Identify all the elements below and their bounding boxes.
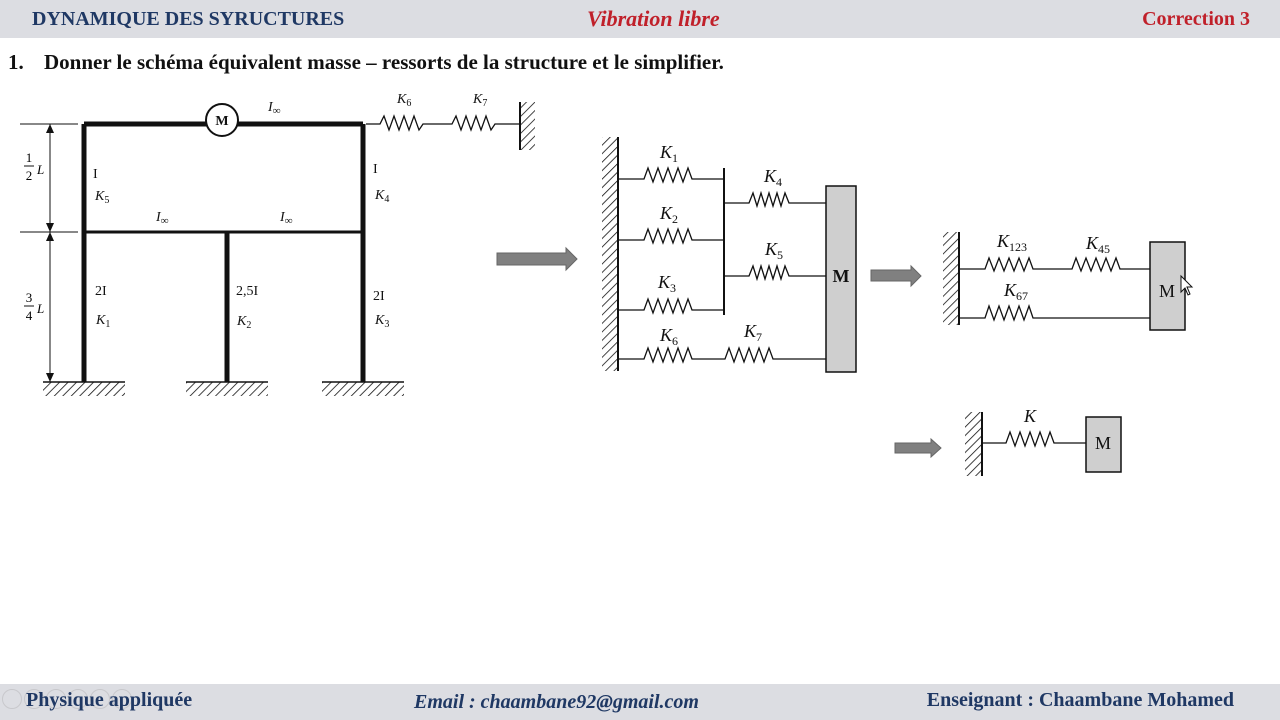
beam-mid-left-inertia: I∞ <box>155 210 169 227</box>
col-upper-left-inertia: I <box>93 167 98 182</box>
footer-email: Email : chaambane92@gmail.com <box>414 691 699 713</box>
frame-mass <box>205 103 239 137</box>
spring-k4 <box>724 190 826 209</box>
reduced-mass-label: M <box>1159 281 1175 301</box>
col-lower-left-inertia: 2I <box>95 284 107 299</box>
final-model: M K <box>965 406 1122 476</box>
svg-text:L: L <box>36 301 44 316</box>
final-mass-label: M <box>1095 433 1111 453</box>
final-wall <box>965 412 982 476</box>
model-k4-label: K4 <box>763 166 782 189</box>
col-upper-left-k5: K5 <box>94 189 109 206</box>
spring-k123-k45 <box>959 256 1150 273</box>
question: 1. Donner le schéma équivalent masse – re… <box>8 50 724 75</box>
col-mid-k2: K2 <box>236 314 251 331</box>
frame-structure: M I∞ I∞ I∞ I K5 I K4 2I K1 2,5I K2 2I K3… <box>20 92 535 396</box>
nav-more-icon[interactable] <box>112 689 132 709</box>
ground-right <box>322 382 404 396</box>
frame-k7-label: K7 <box>472 92 487 109</box>
reduced-mass <box>1149 241 1186 331</box>
model-k7-label: K7 <box>743 321 762 344</box>
course-title: DYNAMIQUE DES SYRUCTURES <box>32 8 345 30</box>
arrow-3 <box>894 437 942 459</box>
nav-menu-icon[interactable] <box>46 689 66 709</box>
arrow-2 <box>870 264 922 288</box>
svg-text:2: 2 <box>26 168 33 183</box>
spring-k6-k7 <box>618 346 826 364</box>
model-k6-label: K6 <box>659 325 678 348</box>
dim-arrow-4 <box>46 373 54 382</box>
spring-k5 <box>724 263 826 282</box>
model-k2-label: K2 <box>659 203 678 226</box>
reduced-model: M K123 K45 K67 <box>943 231 1194 331</box>
spring-k3 <box>618 297 724 315</box>
footer-bar: Physique appliquée Email : chaambane92@g… <box>0 684 1280 720</box>
nav-prev-icon[interactable] <box>2 689 22 709</box>
frame-k6-label: K6 <box>396 92 411 109</box>
spring-k1 <box>618 166 724 184</box>
spring-k2 <box>618 227 724 245</box>
slide-nav-controls[interactable] <box>2 689 134 714</box>
final-mass <box>1085 416 1122 473</box>
nav-zoom-icon[interactable] <box>90 689 110 709</box>
col-upper-right-inertia: I <box>373 162 378 177</box>
dim-arrow-1 <box>46 124 54 133</box>
model-mass-label: M <box>833 266 850 286</box>
dim-upper-label: 1 2 L <box>24 150 44 183</box>
frame-wall <box>520 102 535 150</box>
question-text: Donner le schéma équivalent masse – ress… <box>44 50 724 74</box>
model-k3-label: K3 <box>657 272 676 295</box>
col-lower-right-k3: K3 <box>374 313 389 330</box>
ground-middle <box>186 382 268 396</box>
model-wall <box>602 137 618 371</box>
ground-left <box>43 382 125 396</box>
nav-pen-icon[interactable] <box>68 689 88 709</box>
reduced-k45-label: K45 <box>1085 233 1110 256</box>
reduced-k67-label: K67 <box>1003 280 1028 303</box>
beam-top-inertia: I∞ <box>267 100 281 117</box>
footer-teacher: Enseignant : Chaambane Mohamed <box>926 689 1234 711</box>
model-k1-label: K1 <box>659 142 678 165</box>
col-lower-right-inertia: 2I <box>373 289 385 304</box>
svg-text:1: 1 <box>26 150 33 165</box>
mouse-cursor-icon <box>1180 274 1194 296</box>
question-number: 1. <box>8 50 24 74</box>
svg-text:L: L <box>36 162 44 177</box>
header-bar: DYNAMIQUE DES SYRUCTURES Vibration libre… <box>0 0 1280 38</box>
frame-mass-label: M <box>215 114 228 129</box>
reduced-wall <box>943 232 959 325</box>
dim-lower-label: 3 4 L <box>24 290 44 323</box>
col-lower-left-k1: K1 <box>95 313 110 330</box>
topic-title: Vibration libre <box>587 6 720 31</box>
footer-subject: Physique appliquée <box>26 689 193 711</box>
final-k-label: K <box>1023 406 1037 426</box>
col-mid-inertia: 2,5I <box>236 284 259 299</box>
col-upper-right-k4: K4 <box>374 188 389 205</box>
reduced-k123-label: K123 <box>996 231 1027 254</box>
model-mass <box>825 185 857 373</box>
beam-mid-right-inertia: I∞ <box>279 210 293 227</box>
correction-label: Correction 3 <box>1142 8 1250 30</box>
model-k5-label: K5 <box>764 239 783 262</box>
nav-next-icon[interactable] <box>24 689 44 709</box>
dim-arrow-3 <box>46 232 54 241</box>
frame-springs-k6-k7 <box>366 114 520 132</box>
spring-k <box>982 430 1086 448</box>
arrow-1 <box>496 246 578 272</box>
spring-mass-model: M K1 K2 K3 K4 K5 K6 K7 <box>602 137 857 373</box>
svg-text:3: 3 <box>26 290 33 305</box>
svg-text:4: 4 <box>26 308 33 323</box>
dim-arrow-2 <box>46 223 54 232</box>
spring-k67 <box>959 304 1150 322</box>
